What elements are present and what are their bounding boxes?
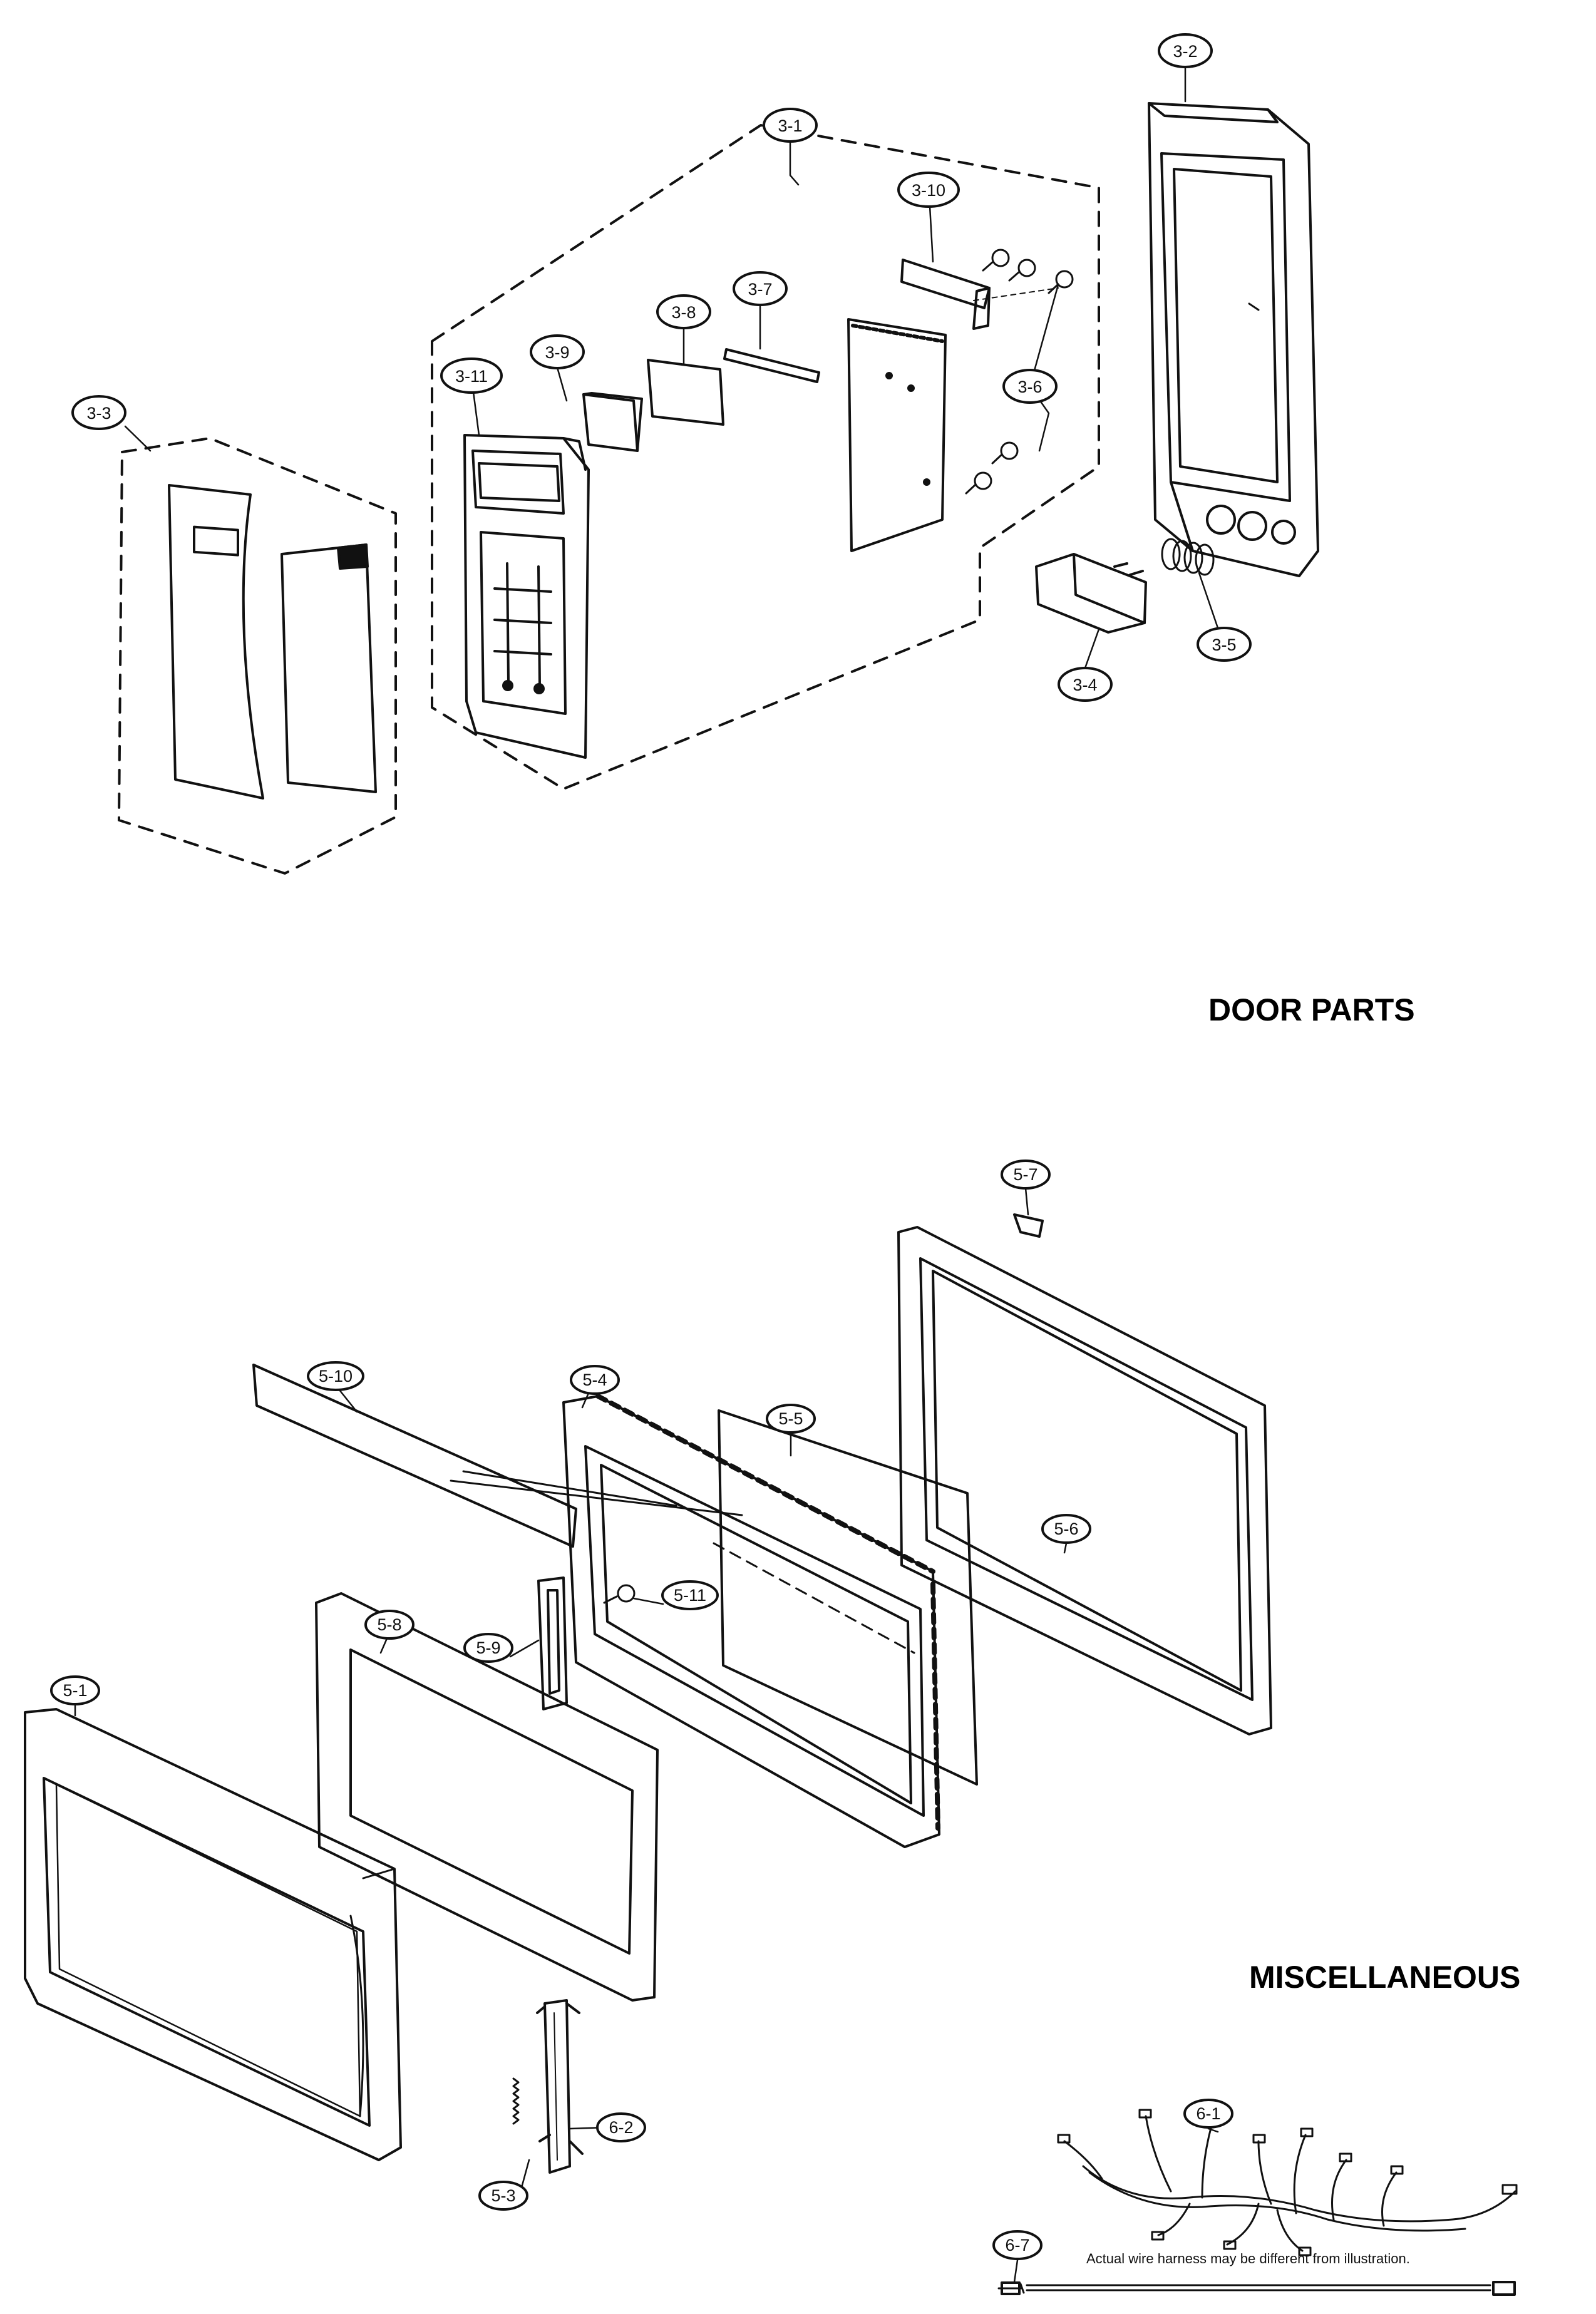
callout-6-1: 6-1 [1183, 2099, 1233, 2129]
callout-5-5: 5-5 [766, 1404, 816, 1434]
callout-label: 5-3 [491, 2186, 515, 2205]
sheet-3-8 [647, 359, 724, 426]
callout-3-5: 3-5 [1197, 627, 1252, 662]
callout-label: 3-10 [912, 181, 945, 200]
callout-label: 6-7 [1005, 2236, 1029, 2255]
callout-5-3: 5-3 [478, 2181, 528, 2211]
callout-3-3: 3-3 [71, 395, 126, 430]
callout-6-2: 6-2 [596, 2112, 646, 2142]
callout-3-9: 3-9 [530, 334, 585, 369]
callout-6-7: 6-7 [992, 2230, 1043, 2260]
callout-3-11: 3-11 [440, 357, 503, 394]
light-guide-3-7 [723, 348, 820, 383]
key-frame-3-11 [463, 434, 590, 759]
callout-label: 5-11 [674, 1586, 706, 1605]
door-chassis-5-4 [562, 1394, 940, 1848]
callout-3-1: 3-1 [763, 108, 818, 143]
latch-part-5-7 [1013, 1213, 1044, 1238]
door-screen-5-8 [315, 1592, 659, 2002]
callout-label: 5-5 [778, 1409, 803, 1428]
wire-harness-6-1 [1057, 2109, 1518, 2256]
callout-5-6: 5-6 [1041, 1514, 1091, 1544]
callout-label: 3-4 [1073, 676, 1097, 694]
display-window-3-9 [582, 392, 643, 452]
callout-label: 5-4 [582, 1370, 607, 1389]
assembly-3-3-outline [118, 437, 397, 875]
door-button-3-4 [1035, 553, 1147, 634]
callout-label: 5-6 [1054, 1520, 1078, 1538]
callout-label: 3-3 [86, 404, 111, 423]
callout-5-9: 5-9 [463, 1633, 513, 1663]
callout-5-4: 5-4 [570, 1365, 620, 1395]
latch-hook-6-2 [536, 1999, 584, 2174]
callout-5-1: 5-1 [50, 1675, 100, 1705]
callout-3-2: 3-2 [1158, 33, 1213, 68]
section-title-miscellaneous: MISCELLANEOUS [1249, 1960, 1520, 1995]
callout-label: 5-1 [63, 1681, 87, 1700]
spring-5-3 [512, 2077, 520, 2125]
callout-label: 5-9 [476, 1638, 500, 1657]
callout-label: 3-9 [545, 343, 569, 362]
callout-3-8: 3-8 [656, 294, 711, 329]
choke-cover-5-10 [252, 1364, 577, 1548]
control-board [847, 318, 947, 552]
callout-5-7: 5-7 [1001, 1160, 1051, 1190]
door-frame-5-6 [897, 1226, 1272, 1736]
callout-label: 5-8 [377, 1615, 401, 1634]
assembly-3-1-outline [431, 124, 1100, 790]
callout-label: 3-5 [1212, 635, 1236, 654]
callout-5-11: 5-11 [661, 1580, 719, 1610]
callout-label: 3-1 [778, 116, 802, 135]
wire-lead-6-7 [997, 2281, 1516, 2296]
callout-label: 6-2 [609, 2118, 633, 2137]
wire-harness-note: Actual wire harness may be different fro… [1086, 2251, 1410, 2266]
screw-5-11 [603, 1584, 636, 1604]
callout-5-8: 5-8 [364, 1610, 414, 1640]
latch-assembly-5-9 [537, 1576, 568, 1710]
callout-5-10: 5-10 [307, 1361, 364, 1391]
callout-3-7: 3-7 [733, 271, 788, 306]
callout-label: 3-2 [1173, 42, 1197, 61]
door-frame-3-2 [1148, 102, 1319, 577]
membrane-sheet-3-3 [281, 543, 377, 793]
callout-3-10: 3-10 [897, 172, 960, 208]
callout-3-6: 3-6 [1002, 369, 1058, 404]
bracket-3-10 [900, 259, 991, 330]
spring-3-5 [1161, 538, 1215, 576]
callout-3-4: 3-4 [1058, 667, 1113, 702]
outer-door-5-1 [24, 1708, 402, 2161]
screws-3-6 [965, 249, 1074, 495]
callout-label: 3-8 [671, 303, 696, 322]
glass-sheet-5-5 [713, 1409, 978, 1786]
callout-label: 5-7 [1013, 1165, 1037, 1184]
section-title-door-parts: DOOR PARTS [1208, 992, 1415, 1027]
callout-label: 3-11 [455, 367, 488, 386]
callout-label: 3-7 [748, 280, 772, 299]
decal-sheet-3-3 [168, 484, 264, 800]
callout-label: 5-10 [319, 1367, 353, 1386]
callout-label: 3-6 [1017, 378, 1042, 396]
callout-label: 6-1 [1196, 2104, 1220, 2123]
